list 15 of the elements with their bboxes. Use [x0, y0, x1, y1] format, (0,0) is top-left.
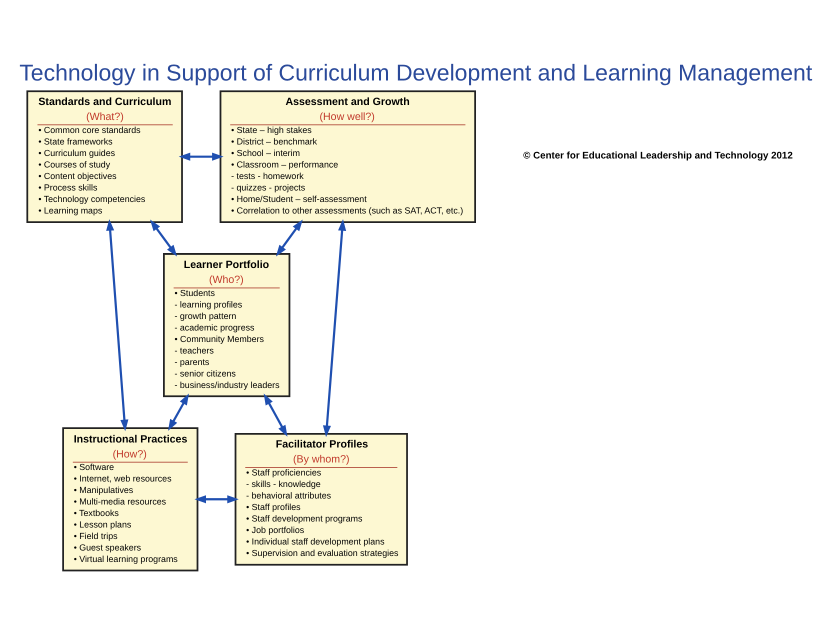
diagram-title: Technology in Support of Curriculum Development and Learning Management — [19, 58, 812, 85]
arrow — [264, 392, 288, 436]
node-box: Standards and Curriculum (What?) • Common core standards • State frameworks • Curriculum guides • Courses of study • Content objectives • Process skills • Technology competencies • Learning maps — [26, 90, 183, 222]
arrow — [276, 219, 303, 256]
arrow — [150, 219, 178, 256]
node-box: Instructional Practices (How?) • Software • Internet, web resources • Manipulatives • Multi-media resources • Textbooks • Lesson plans • Field trips • Guest speakers • Virtual learning programs — [62, 426, 198, 571]
arrow — [106, 218, 128, 431]
node-box: Learner Portfolio (Who?) • Students - learning profiles - growth pattern - academic progress • Community Members - teachers - parents - senior citizens - business/industry leaders — [163, 252, 290, 397]
label: © Center for Educational Leadership and Technology 2012 — [523, 150, 793, 161]
arrow — [178, 152, 224, 160]
arrow — [168, 392, 189, 430]
arrow — [194, 494, 239, 503]
node-box: Facilitator Profiles (By whom?) • Staff proficiencies - skills - knowledge - behavioral attributes • Staff profiles • Staff development programs • Job portfolios • Individual staff development plans • Supervision and evaluation strategies — [234, 432, 408, 566]
node-box: Assessment and Growth (How well?) • State – high stakes • District – benchmark • School – interim • Classroom – performance - tests - homework - quizzes - projects • Home/Student – self-assessment • Correlation to other assessments (such as SAT, ACT, etc.) — [220, 90, 476, 222]
arrow — [322, 218, 346, 437]
